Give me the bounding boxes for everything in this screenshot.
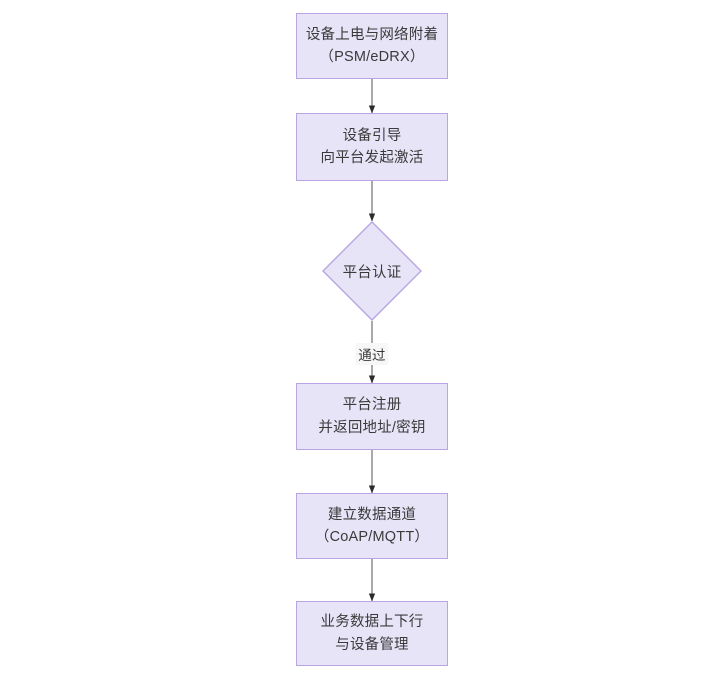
node-label-line1: 设备上电与网络附着 bbox=[305, 26, 439, 43]
process-node-n1: 设备上电与网络附着 （PSM/eDRX） bbox=[296, 13, 448, 79]
node-label-line2: 并返回地址/密钥 bbox=[318, 419, 426, 436]
edge-label-e3: 通过 bbox=[355, 343, 389, 365]
diamond-shape-icon bbox=[322, 221, 422, 321]
decision-node-n3: 平台认证 bbox=[322, 221, 422, 321]
node-label-line2: 向平台发起激活 bbox=[320, 150, 424, 166]
node-label-line1: 设备引导 bbox=[342, 127, 402, 144]
node-label: 平台认证 bbox=[342, 264, 402, 281]
process-node-n4: 平台注册并返回地址/密钥 bbox=[296, 383, 448, 450]
node-label-line2: 与设备管理 bbox=[335, 636, 409, 653]
node-label-line1: 建立数据通道 bbox=[327, 506, 417, 523]
process-node-n5: 建立数据通道 （CoAP/MQTT） bbox=[296, 493, 448, 559]
node-label-line1: 平台注册 bbox=[342, 397, 402, 414]
node-label-line1: 业务数据上下行 bbox=[320, 614, 424, 631]
node-label-line2: （PSM/eDRX） bbox=[319, 49, 425, 65]
process-node-n2: 设备引导向平台发起激活 bbox=[296, 113, 448, 181]
node-label-line2: （CoAP/MQTT） bbox=[314, 529, 430, 545]
process-node-n6: 业务数据上下行与设备管理 bbox=[296, 601, 448, 666]
